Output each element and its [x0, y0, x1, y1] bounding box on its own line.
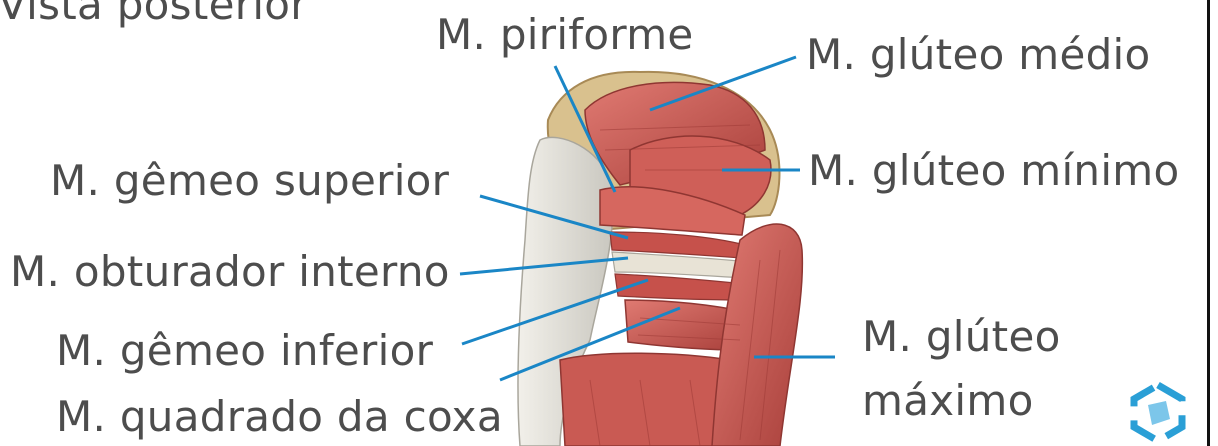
label-gemeo-inferior: M. gêmeo inferior [56, 330, 433, 372]
label-piriforme: M. piriforme [436, 14, 694, 56]
label-gluteo-medio: M. glúteo médio [806, 34, 1151, 76]
label-gemeo-superior: M. gêmeo superior [50, 160, 449, 202]
label-obturador-interno: M. obturador interno [10, 251, 450, 293]
view-title: Vista posterior [0, 0, 308, 26]
hexagonal-swirl-logo-icon [1134, 385, 1182, 441]
label-gluteo-maximo-line1: M. glúteo [862, 316, 1061, 358]
slide-right-border [1207, 0, 1210, 446]
label-gluteo-maximo-line2: máximo [862, 380, 1034, 422]
label-quadrado-coxa: M. quadrado da coxa [56, 396, 503, 438]
label-gluteo-minimo: M. glúteo mínimo [808, 150, 1180, 192]
illustration-body [518, 72, 802, 446]
gemellus-inferior-shape [615, 274, 745, 300]
